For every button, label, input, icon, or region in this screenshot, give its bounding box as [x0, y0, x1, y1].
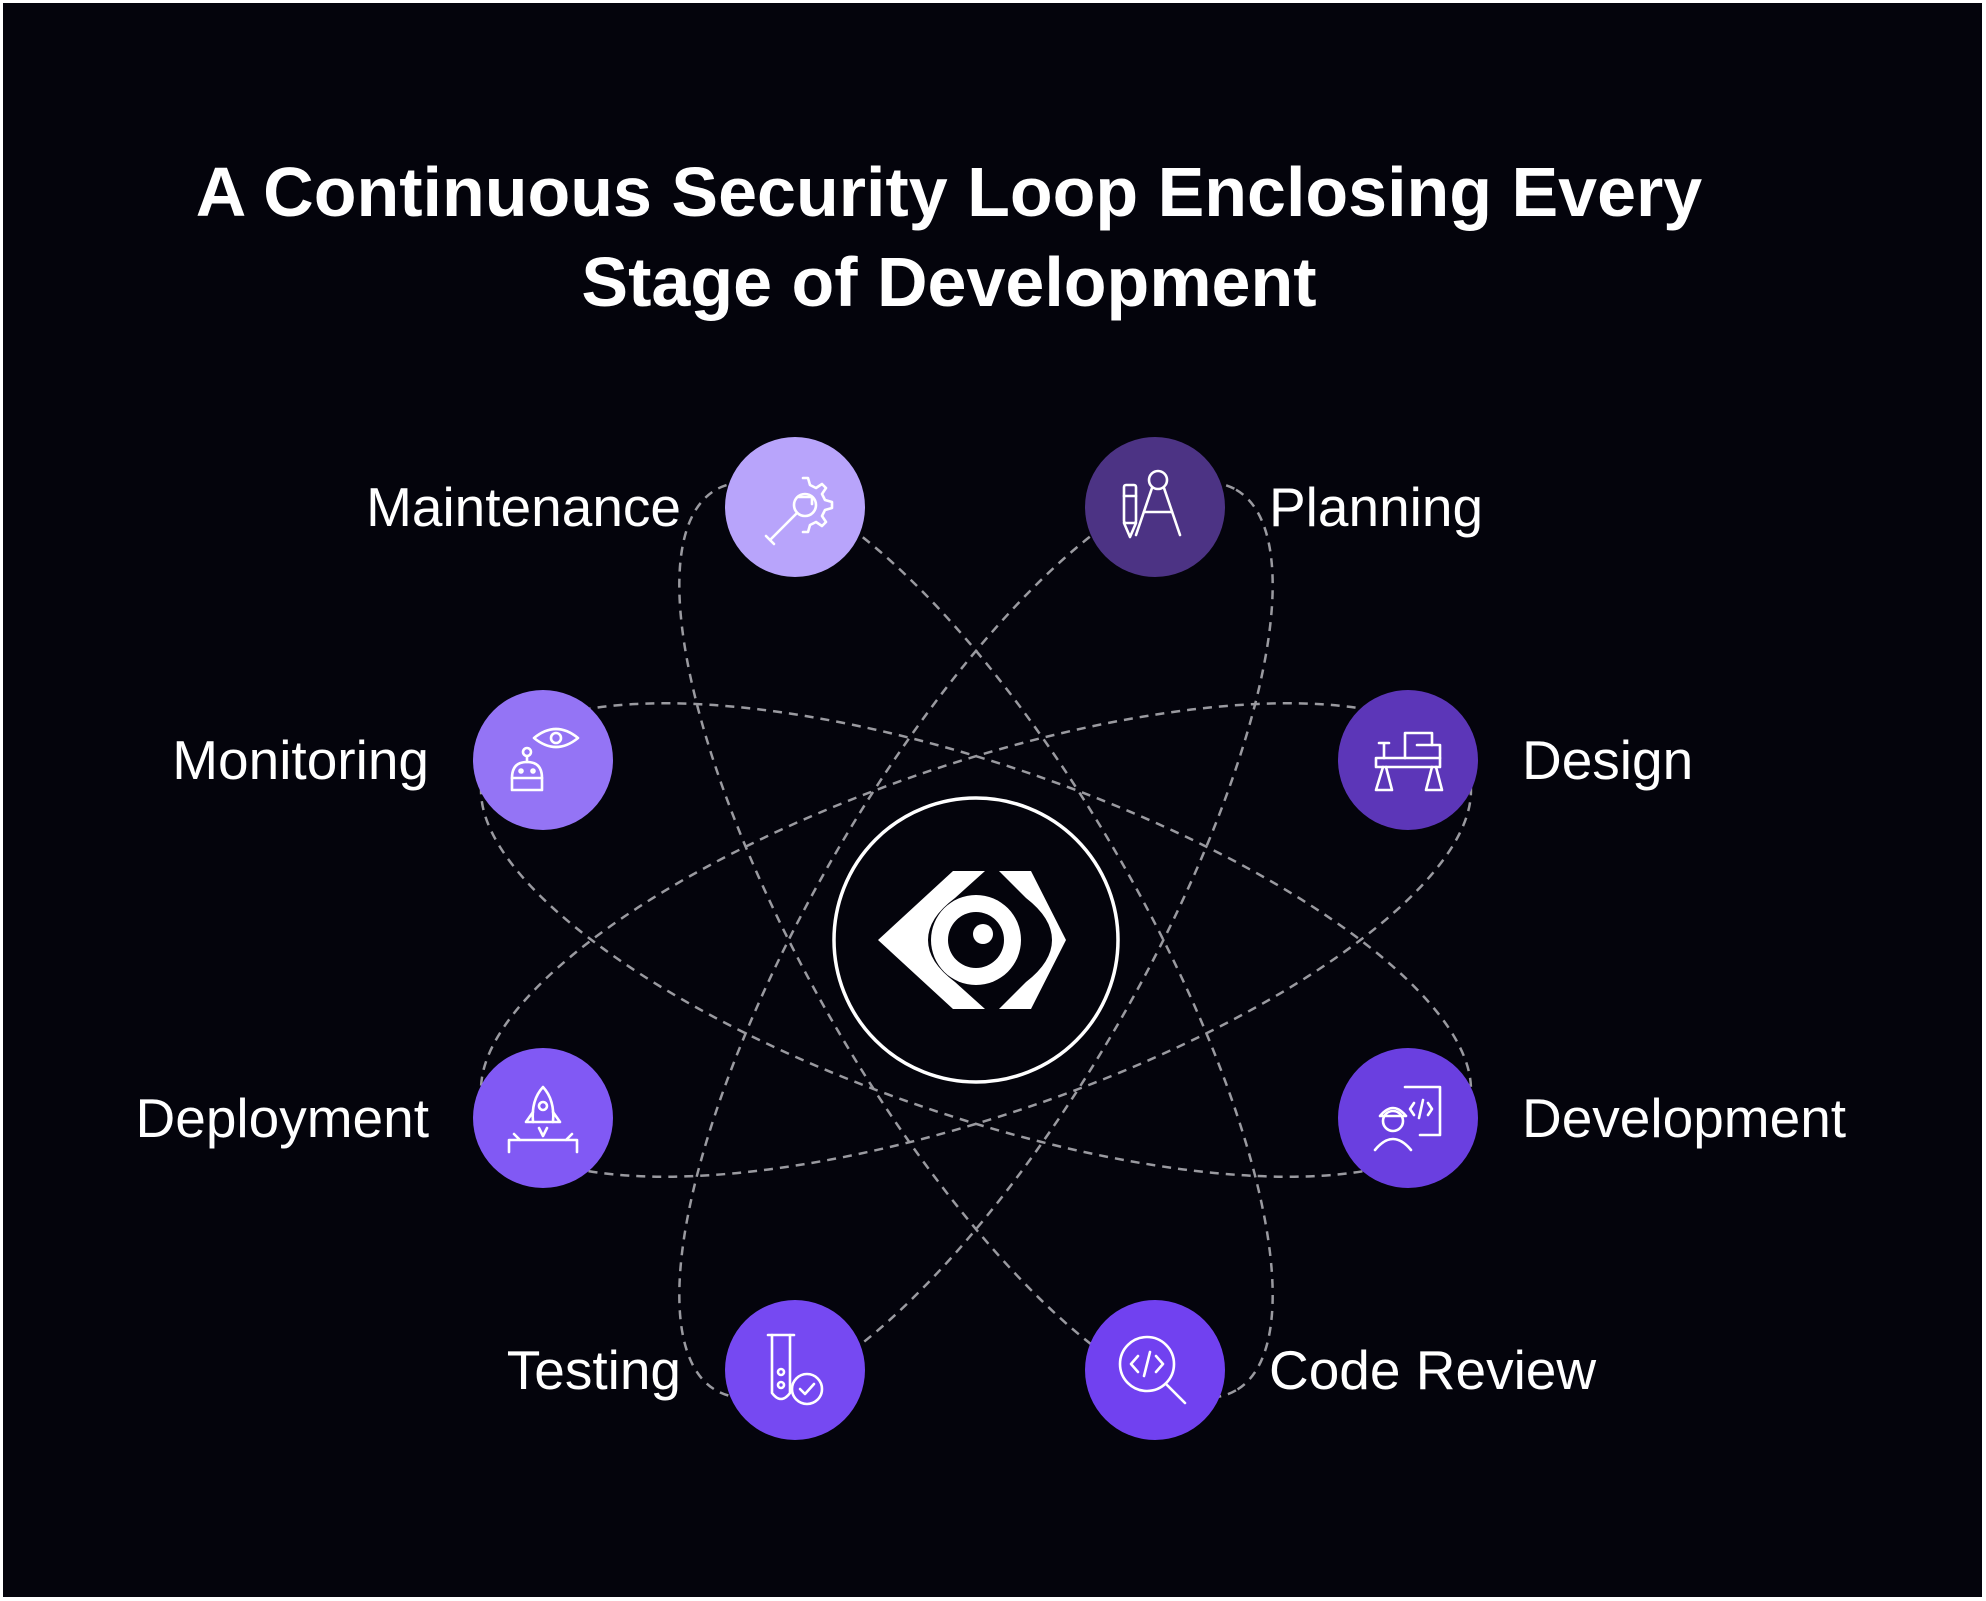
developer-code-icon: [1373, 1085, 1442, 1152]
stage-label-maintenance: Maintenance: [366, 476, 681, 538]
code-review-node-circle: [1085, 1300, 1225, 1440]
stage-label-design: Design: [1522, 729, 1694, 791]
stage-node-maintenance: [725, 437, 865, 577]
stage-node-deployment: [473, 1048, 613, 1188]
monitoring-node-circle: [473, 690, 613, 830]
stage-label-testing: Testing: [506, 1339, 681, 1401]
stage-label-development: Development: [1522, 1087, 1847, 1149]
stage-node-monitoring: [473, 690, 613, 830]
stage-label-deployment: Deployment: [135, 1087, 429, 1149]
design-node-circle: [1338, 690, 1478, 830]
rocket-launch-icon: [507, 1085, 579, 1154]
development-node-circle: [1338, 1048, 1478, 1188]
stage-node-design: [1338, 690, 1478, 830]
stage-label-planning: Planning: [1269, 476, 1484, 538]
planning-node-circle: [1085, 437, 1225, 577]
monitoring-robot-eye-icon: [510, 727, 580, 792]
design-desk-icon: [1374, 731, 1444, 792]
orbit-loop-vertical-1: [678, 480, 1274, 1400]
orbit-loop-vertical-2: [678, 480, 1274, 1400]
drafting-tools-icon: [1122, 469, 1182, 539]
wrench-gear-icon: [764, 476, 834, 546]
center-logo: [832, 796, 1120, 1084]
stage-label-monitoring: Monitoring: [172, 729, 429, 791]
stage-node-development: [1338, 1048, 1478, 1188]
code-search-icon: [1118, 1335, 1187, 1405]
diagram-title-line-2: Stage of Development: [581, 243, 1317, 321]
stage-node-testing: [725, 1300, 865, 1440]
test-tube-check-icon: [766, 1333, 824, 1406]
diagram-title-line-1: A Continuous Security Loop Enclosing Eve…: [195, 153, 1703, 231]
testing-node-circle: [725, 1300, 865, 1440]
stage-node-planning: [1085, 437, 1225, 577]
security-eye-logo-icon: [878, 871, 1066, 1009]
stage-label-code-review: Code Review: [1269, 1339, 1597, 1401]
stage-node-code-review: [1085, 1300, 1225, 1440]
deployment-node-circle: [473, 1048, 613, 1188]
